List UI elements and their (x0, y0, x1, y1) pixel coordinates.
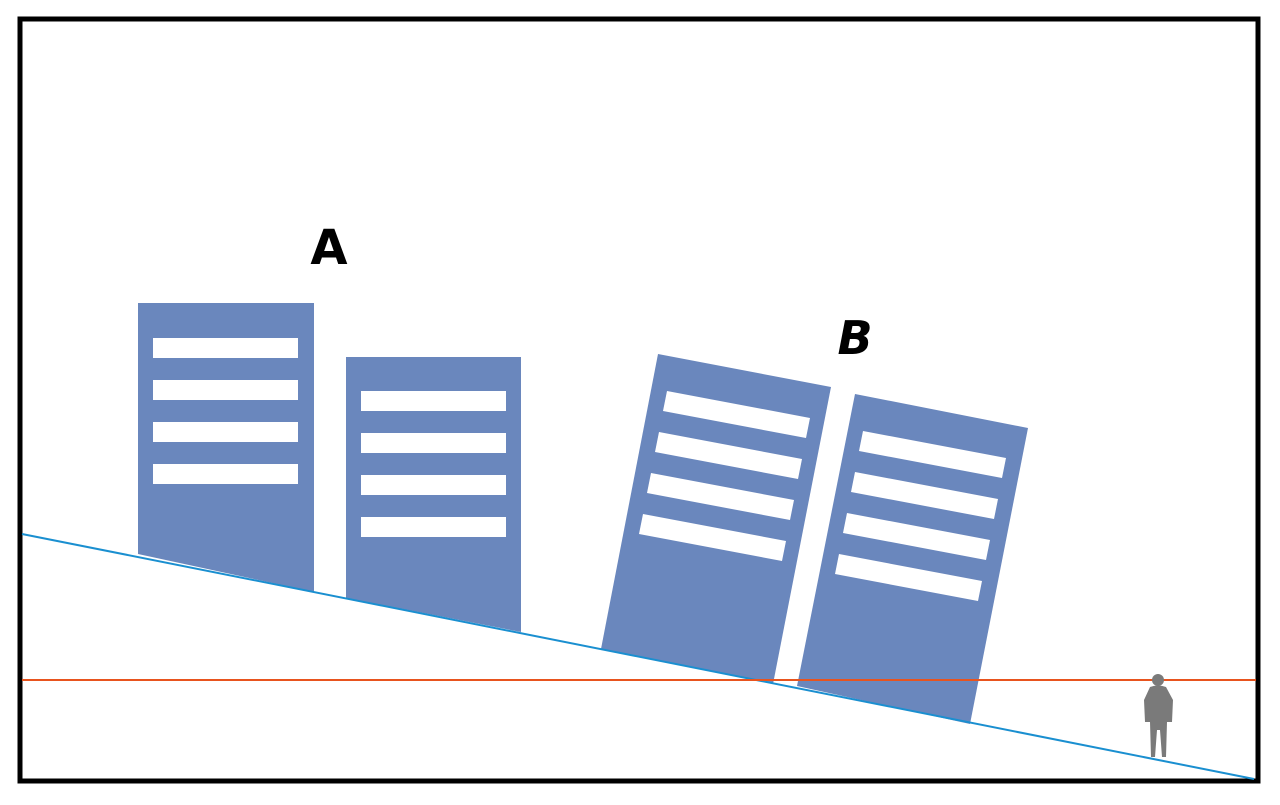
building-window (153, 338, 298, 358)
building-window (153, 422, 298, 442)
building-window (361, 391, 506, 411)
building-a-right (346, 357, 521, 632)
building-window (361, 517, 506, 537)
label-a: A (310, 220, 347, 276)
building-window (361, 475, 506, 495)
building-window (361, 433, 506, 453)
label-b: B (837, 311, 872, 365)
building-window (153, 464, 298, 484)
building-a-left (138, 303, 314, 592)
building-window (153, 380, 298, 400)
